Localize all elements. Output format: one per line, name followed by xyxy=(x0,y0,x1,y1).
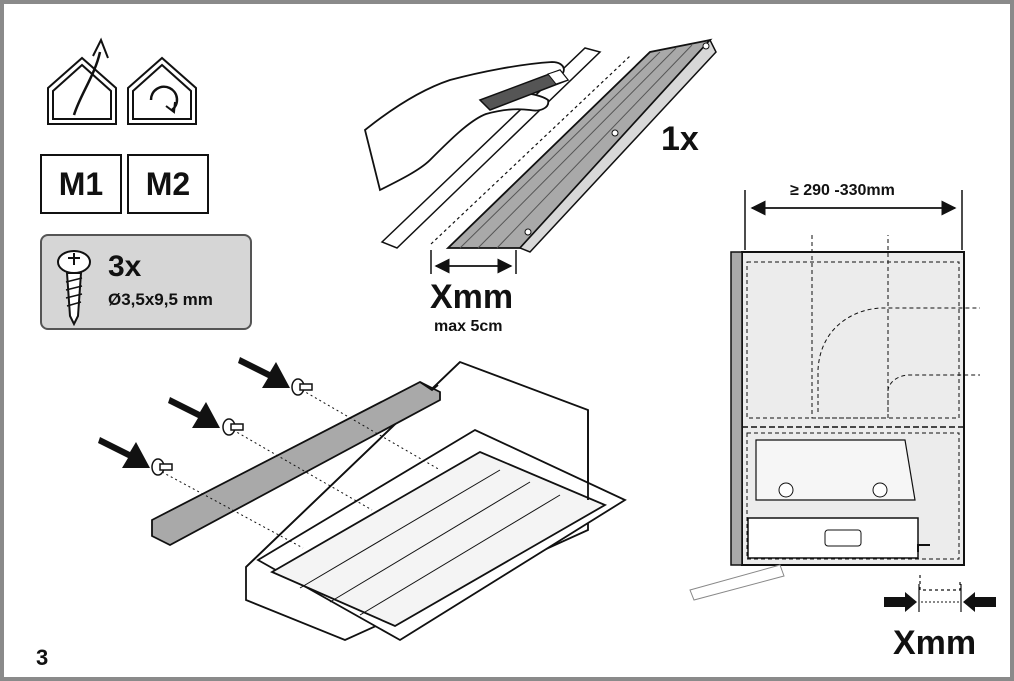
mode-m1-box: M1 xyxy=(40,154,122,214)
screw-spec-box: 3x Ø3,5x9,5 mm xyxy=(40,234,252,330)
screw-icon xyxy=(57,250,91,326)
screw-spec: Ø3,5x9,5 mm xyxy=(108,290,213,309)
cabinet-width-label: ≥ 290 -330mm xyxy=(790,182,895,199)
cabinet-section xyxy=(689,190,996,612)
house-exhaust-icon xyxy=(47,37,117,125)
cut-limit-label: max 5cm xyxy=(434,318,503,335)
panel-quantity: 1x xyxy=(661,120,699,158)
cut-panel-illustration xyxy=(363,38,717,274)
screw-quantity: 3x xyxy=(108,250,142,283)
cut-dimension-label: Xmm xyxy=(430,278,514,316)
hood-mounting-illustration xyxy=(151,360,627,642)
screw-icon xyxy=(151,378,313,476)
mode-m2-box: M2 xyxy=(127,154,209,214)
cabinet-offset-label: Xmm xyxy=(893,624,977,662)
step-number: 3 xyxy=(36,645,49,670)
house-recirculation-icon xyxy=(127,56,197,125)
insertion-arrows xyxy=(98,357,290,468)
